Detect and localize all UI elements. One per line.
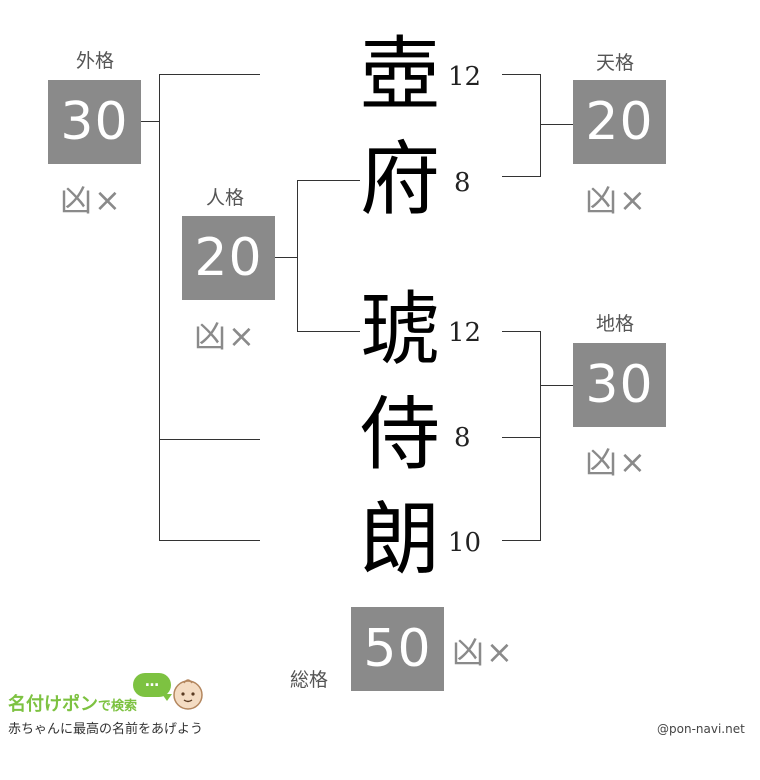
tagline: 赤ちゃんに最高の名前をあげよう — [8, 722, 204, 737]
surname-char-1: 壺 — [360, 28, 440, 121]
given-char-1: 琥 — [360, 283, 440, 376]
brand-name: 名付けポン — [8, 694, 98, 715]
speech-bubble-dots: … — [145, 674, 159, 690]
tenkaku-bottom-line — [502, 176, 540, 177]
tenkaku-box-connector — [540, 124, 573, 125]
gaikaku-mid-line — [160, 439, 260, 440]
chikaku-mid-line — [502, 437, 540, 438]
gaikaku-bottom-line — [160, 540, 260, 541]
gaikaku-vertical-line — [159, 74, 160, 541]
jinkaku-value-box: 20 — [182, 216, 275, 300]
speech-bubble-tail — [162, 694, 172, 701]
stroke-count-4: 8 — [454, 423, 471, 453]
brand-logo[interactable]: 名付けポンで検索 — [8, 690, 208, 715]
chikaku-top-line — [502, 331, 540, 332]
gaikaku-value-box: 30 — [48, 80, 141, 164]
jinkaku-label: 人格 — [206, 187, 245, 209]
given-char-3: 朗 — [360, 493, 440, 586]
stroke-count-2: 8 — [454, 168, 471, 198]
tenkaku-top-line — [502, 74, 540, 75]
stroke-count-5: 10 — [448, 528, 482, 558]
chikaku-label: 地格 — [596, 313, 635, 335]
chikaku-verdict: 凶× — [585, 443, 648, 481]
tenkaku-verdict: 凶× — [585, 181, 648, 219]
stroke-count-1: 12 — [448, 62, 482, 92]
brand-suffix: で検索 — [98, 699, 138, 714]
stroke-count-3: 12 — [448, 318, 482, 348]
tenkaku-label: 天格 — [596, 52, 635, 74]
chikaku-box-connector — [540, 385, 573, 386]
soukaku-label: 総格 — [290, 669, 329, 691]
chikaku-value-box: 30 — [573, 343, 666, 427]
jinkaku-vertical-line — [297, 180, 298, 332]
gaikaku-label: 外格 — [76, 50, 115, 72]
chikaku-vertical-line — [540, 331, 541, 541]
soukaku-value-box: 50 — [351, 607, 444, 691]
chikaku-bottom-line — [502, 540, 540, 541]
tenkaku-vertical-line — [540, 74, 541, 177]
tenkaku-value-box: 20 — [573, 80, 666, 164]
gaikaku-top-line — [160, 74, 260, 75]
jinkaku-verdict: 凶× — [194, 317, 257, 355]
baby-face-icon — [170, 676, 206, 712]
gaikaku-verdict: 凶× — [60, 181, 123, 219]
jinkaku-box-connector — [275, 257, 297, 258]
site-credit[interactable]: @pon-navi.net — [657, 722, 745, 736]
speech-bubble-icon: … — [133, 673, 171, 697]
given-char-2: 侍 — [360, 388, 440, 481]
gaikaku-box-connector — [141, 121, 160, 122]
jinkaku-top-line — [298, 180, 360, 181]
surname-char-2: 府 — [360, 133, 440, 226]
jinkaku-bottom-line — [298, 331, 360, 332]
soukaku-verdict: 凶× — [452, 633, 515, 671]
